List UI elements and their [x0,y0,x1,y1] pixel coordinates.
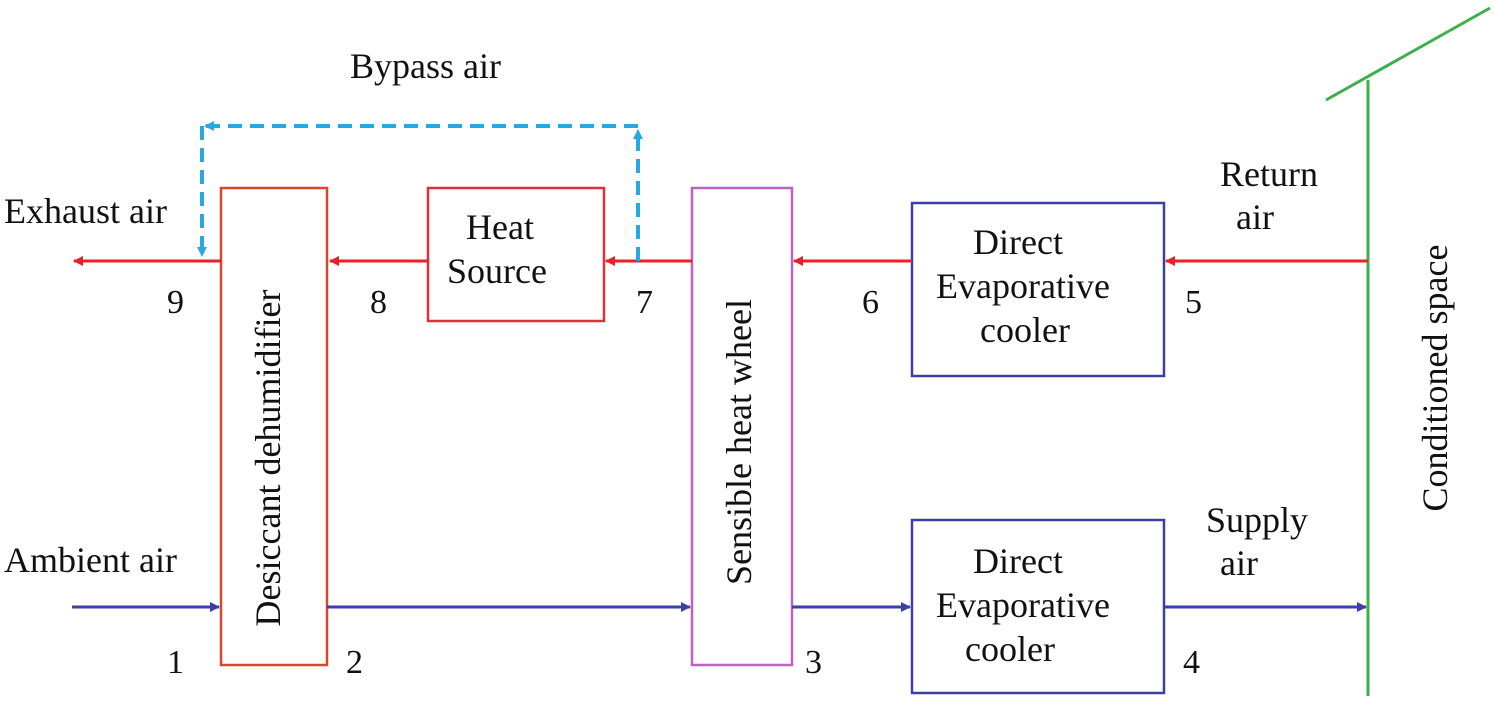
dec-top-label-1: Direct [973,222,1063,262]
direct-evaporative-cooler-top-box [910,201,1166,378]
state-point-2: 2 [346,644,363,681]
state-point-6: 6 [862,284,879,321]
dec-top-label-3: cooler [980,310,1070,350]
exhaust-air-label: Exhaust air [4,191,167,231]
heat-source-label-1: Heat [466,207,534,247]
conditioned-space-wall [1325,6,1491,696]
dec-bottom-label-2: Evaporative [936,585,1110,625]
bypass-air-path [197,121,643,261]
bypass-air-label: Bypass air [350,46,501,86]
heat-source-label-2: Source [447,251,547,291]
supply-air-label-1: Supply [1206,500,1308,540]
state-point-3: 3 [805,644,822,681]
state-point-5: 5 [1185,284,1202,321]
desiccant-dehumidifier-label: Desiccant dehumidifier [248,290,288,627]
return-air-label-2: air [1236,197,1274,237]
heat-source-box [426,186,606,323]
state-point-8: 8 [370,284,387,321]
ambient-air-label: Ambient air [4,540,177,580]
dec-top-label-2: Evaporative [936,266,1110,306]
return-air-label-1: Return [1220,154,1318,194]
state-point-1: 1 [167,644,184,681]
dec-bottom-label-1: Direct [973,541,1063,581]
sensible-heat-wheel-box [690,186,794,667]
state-point-7: 7 [636,284,653,321]
desiccant-dehumidifier-box [219,186,329,667]
sensible-heat-wheel-label: Sensible heat wheel [719,299,759,585]
conditioned-space-label: Conditioned space [1415,245,1455,512]
dec-bottom-label-3: cooler [965,629,1055,669]
supply-air-label-2: air [1220,543,1258,583]
state-point-9: 9 [167,284,184,321]
state-point-4: 4 [1183,644,1200,681]
